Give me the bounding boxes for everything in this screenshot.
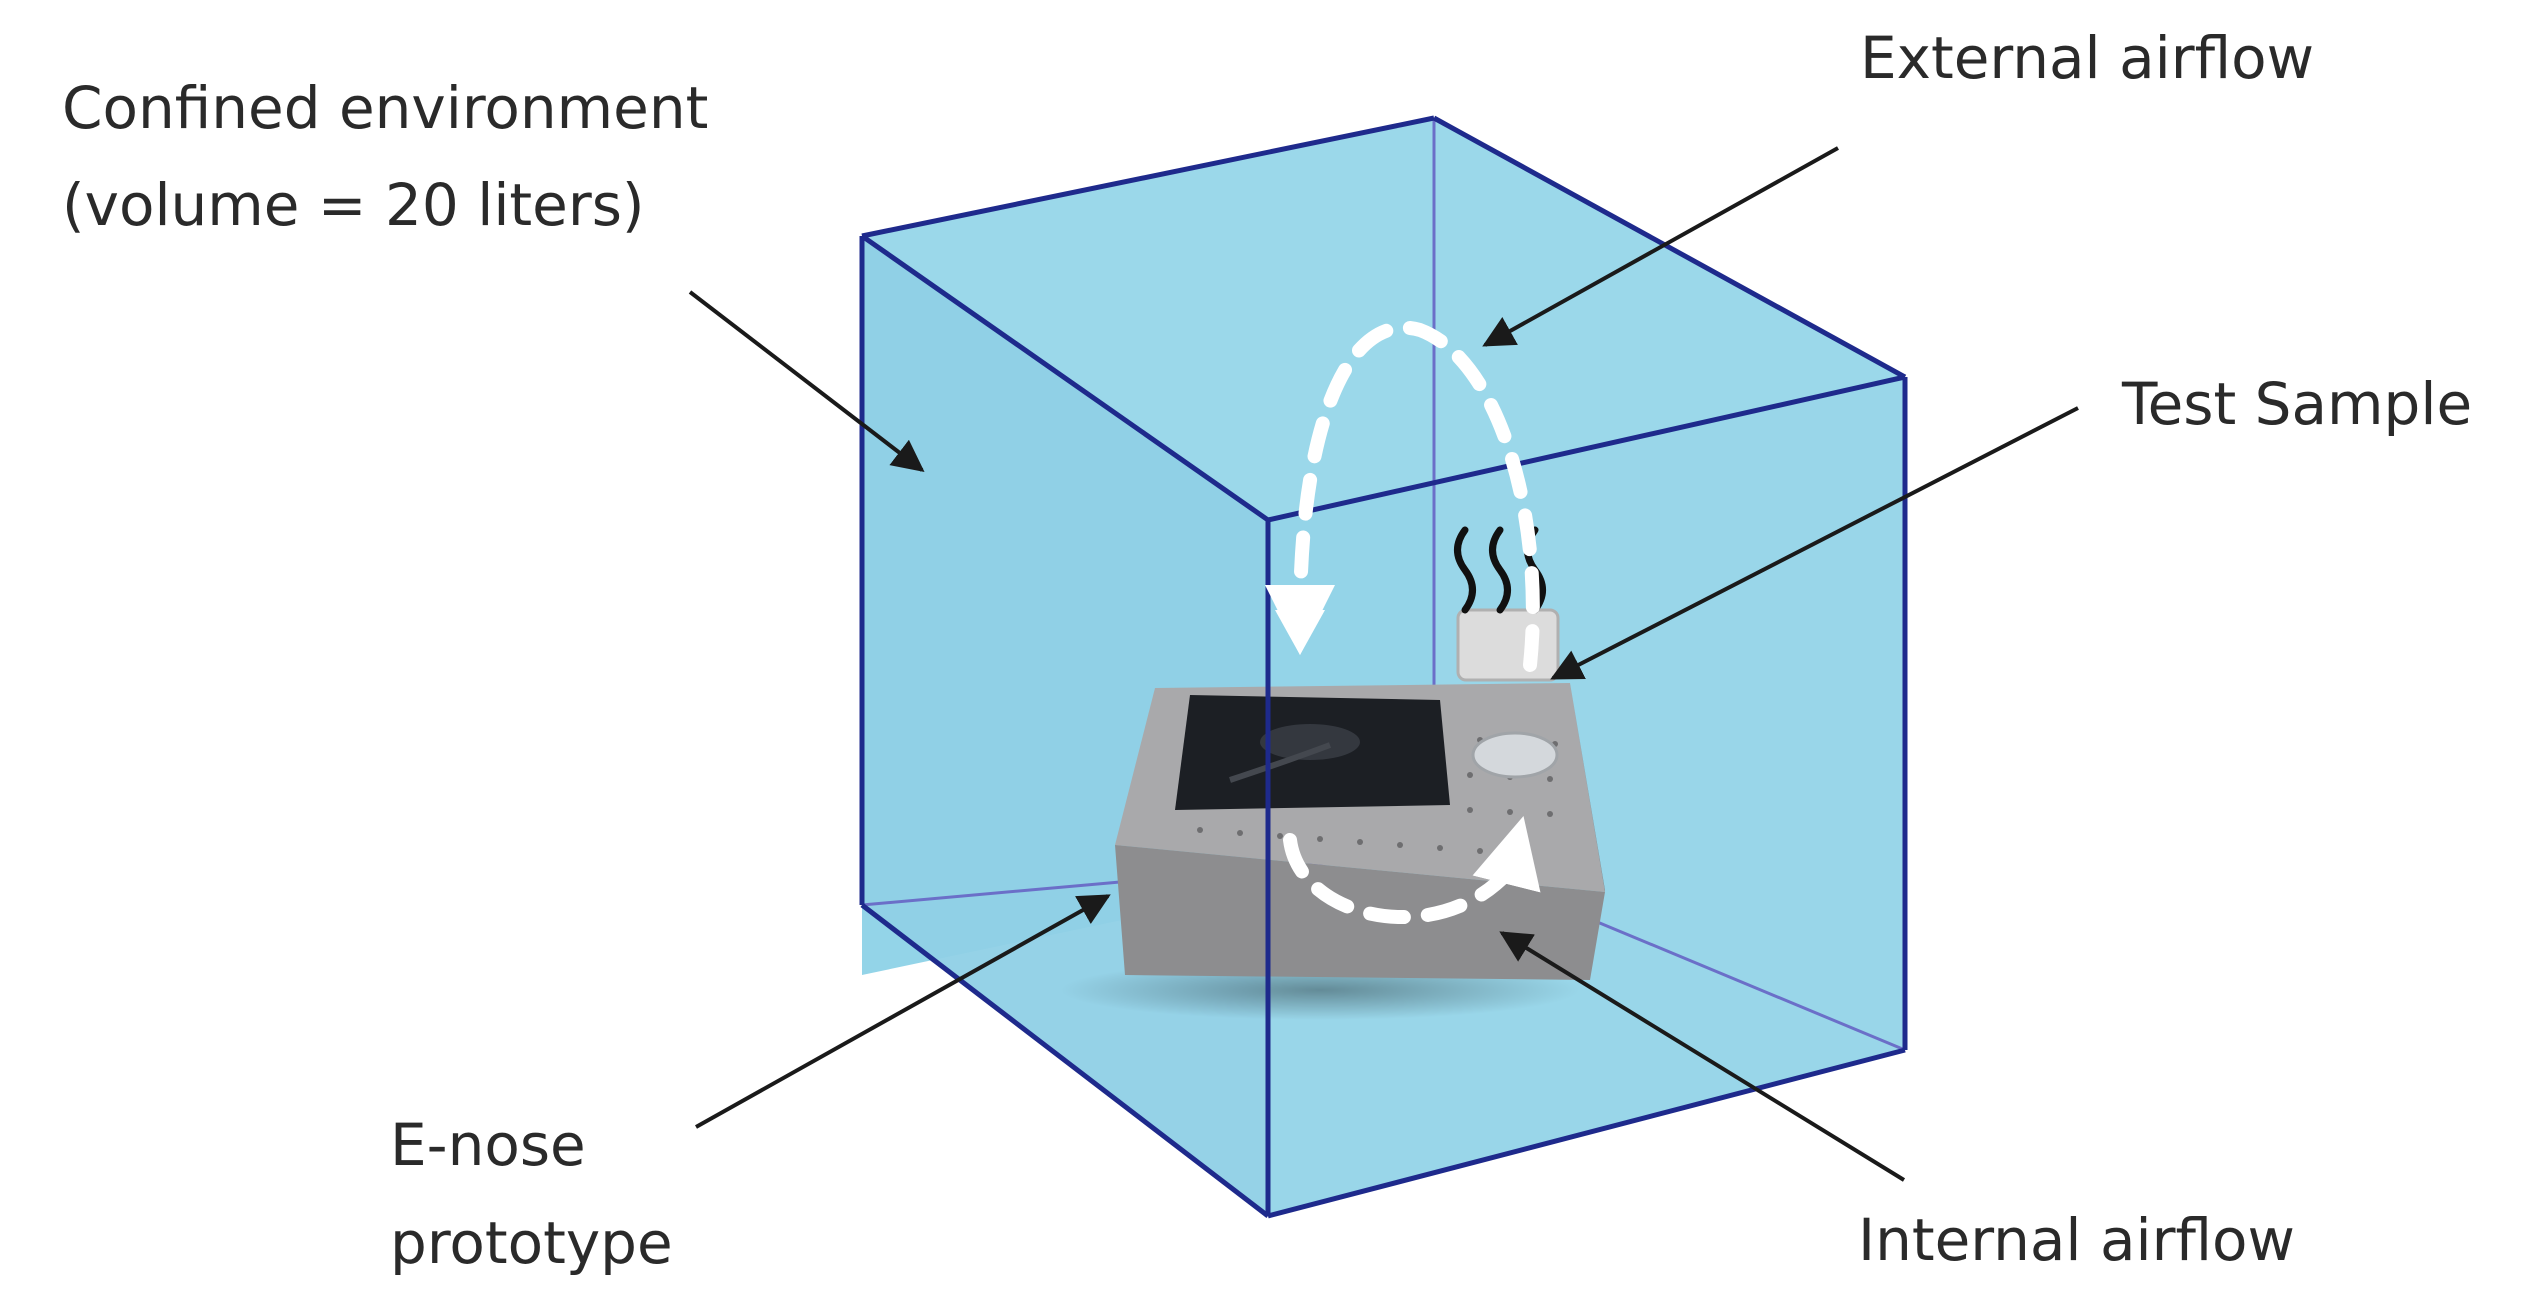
label-external-airflow: External airflow (1860, 24, 2315, 92)
cube (861, 118, 1906, 1216)
label-internal-airflow: Internal airflow (1858, 1206, 2295, 1274)
sample-cup (1456, 608, 1560, 682)
test-sample-arrow (1550, 406, 2079, 680)
label-test-sample: Test Sample (2122, 370, 2473, 438)
fan-blade (1229, 742, 1332, 783)
internal-airflow-arrow (1499, 931, 1906, 1182)
internal-airflow-arrowhead (1495, 842, 1530, 880)
label-confined-environment: Confined environment (62, 74, 709, 142)
cube-top-face (862, 118, 1905, 520)
fan-hub (1260, 724, 1360, 760)
external-airflow-arrowhead (1275, 610, 1325, 655)
leader-arrows (688, 146, 2079, 1182)
enose-arrow (695, 894, 1111, 1129)
confined-env-arrow (688, 290, 925, 472)
label-enose-prototype: prototype (390, 1209, 673, 1277)
external-airflow-loop (1265, 320, 1540, 672)
label-confined-volume: (volume = 20 liters) (62, 171, 645, 239)
internal-airflow-loop (1283, 833, 1517, 925)
external-airflow-arrow (1482, 146, 1839, 347)
label-enose: E-nose (390, 1111, 586, 1179)
device-front-face (1115, 845, 1605, 980)
device-side-face (1570, 683, 1605, 892)
sample-dish (1471, 731, 1559, 779)
